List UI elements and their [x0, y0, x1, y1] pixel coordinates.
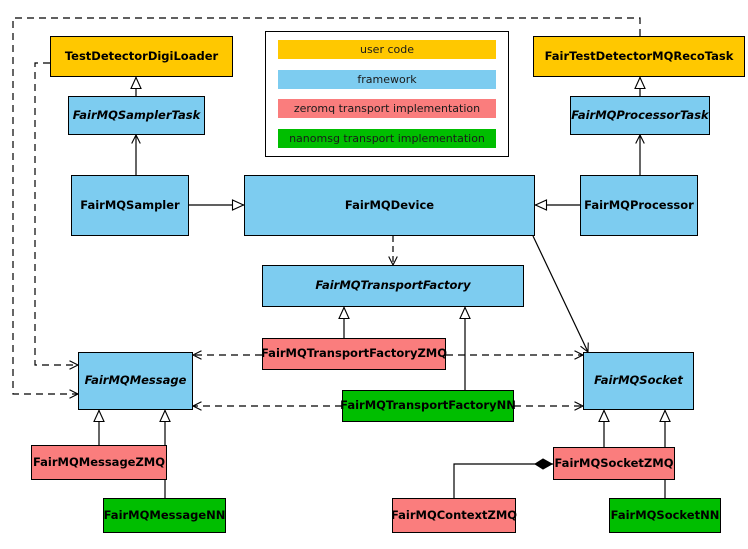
edge-device-to-socket	[532, 235, 589, 354]
class-node-FairMQTransportFactoryZMQ[interactable]: FairMQTransportFactoryZMQ	[261, 338, 448, 370]
legend-label-zeromq: zeromq transport implementation	[293, 102, 481, 116]
class-node-TestDetectorDigiLoader[interactable]: TestDetectorDigiLoader	[50, 36, 233, 77]
class-node-FairMQDevice[interactable]: FairMQDevice	[244, 175, 535, 236]
class-node-FairMQSocket[interactable]: FairMQSocket	[583, 352, 694, 410]
legend: user code framework zeromq transport imp…	[265, 31, 509, 157]
class-node-FairMQProcessor[interactable]: FairMQProcessor	[580, 175, 698, 236]
class-node-label: FairMQProcessor	[584, 197, 694, 212]
class-node-FairMQSocketNN[interactable]: FairMQSocketNN	[609, 498, 721, 533]
class-node-label: FairTestDetectorMQRecoTask	[544, 48, 734, 63]
class-node-label: FairMQTransportFactoryZMQ	[261, 346, 448, 361]
class-node-label: FairMQTransportFactory	[315, 278, 471, 293]
class-node-label: FairMQDevice	[344, 197, 435, 212]
class-node-label: FairMQSocketZMQ	[554, 455, 674, 470]
class-node-label: FairMQSocket	[594, 373, 683, 388]
class-node-FairMQTransportFactory[interactable]: FairMQTransportFactory	[262, 265, 524, 307]
class-node-FairMQTransportFactoryNN[interactable]: FairMQTransportFactoryNN	[340, 390, 516, 422]
class-node-FairTestDetectorMQRecoTask[interactable]: FairTestDetectorMQRecoTask	[533, 36, 745, 77]
class-node-label: FairMQSocketNN	[610, 507, 720, 522]
class-node-FairMQContextZMQ[interactable]: FairMQContextZMQ	[390, 498, 518, 533]
class-node-FairMQProcessorTask[interactable]: FairMQProcessorTask	[570, 96, 710, 135]
legend-item-user-code: user code	[278, 40, 496, 59]
edge-recotask-to-message	[12, 17, 641, 399]
class-node-FairMQMessageNN[interactable]: FairMQMessageNN	[103, 498, 226, 533]
edge-digiloader-to-message	[34, 62, 80, 370]
class-node-label: FairMQSampler	[80, 197, 180, 212]
legend-label-nanomsg: nanomsg transport implementation	[289, 131, 485, 145]
class-node-label: FairMQContextZMQ	[390, 507, 518, 522]
class-node-label: FairMQMessage	[84, 373, 187, 388]
class-node-FairMQMessageZMQ[interactable]: FairMQMessageZMQ	[31, 445, 167, 480]
legend-label-user-code: user code	[359, 43, 415, 56]
class-node-label: FairMQMessageZMQ	[32, 454, 166, 469]
class-node-label: TestDetectorDigiLoader	[64, 48, 219, 63]
edge-contextzmq-to-socketzmq	[453, 458, 554, 498]
class-node-FairMQMessage[interactable]: FairMQMessage	[78, 352, 193, 410]
class-node-label: FairMQProcessorTask	[571, 107, 709, 122]
class-node-FairMQSocketZMQ[interactable]: FairMQSocketZMQ	[553, 447, 675, 480]
class-node-FairMQSampler[interactable]: FairMQSampler	[71, 175, 189, 236]
legend-item-zeromq: zeromq transport implementation	[278, 99, 496, 119]
class-node-label: FairMQSamplerTask	[72, 107, 201, 122]
class-node-label: FairMQTransportFactoryNN	[340, 398, 516, 413]
legend-label-framework: framework	[357, 72, 417, 86]
class-node-FairMQSamplerTask[interactable]: FairMQSamplerTask	[68, 96, 205, 135]
legend-item-nanomsg: nanomsg transport implementation	[278, 128, 496, 148]
legend-item-framework: framework	[278, 69, 496, 89]
class-node-label: FairMQMessageNN	[103, 507, 226, 522]
